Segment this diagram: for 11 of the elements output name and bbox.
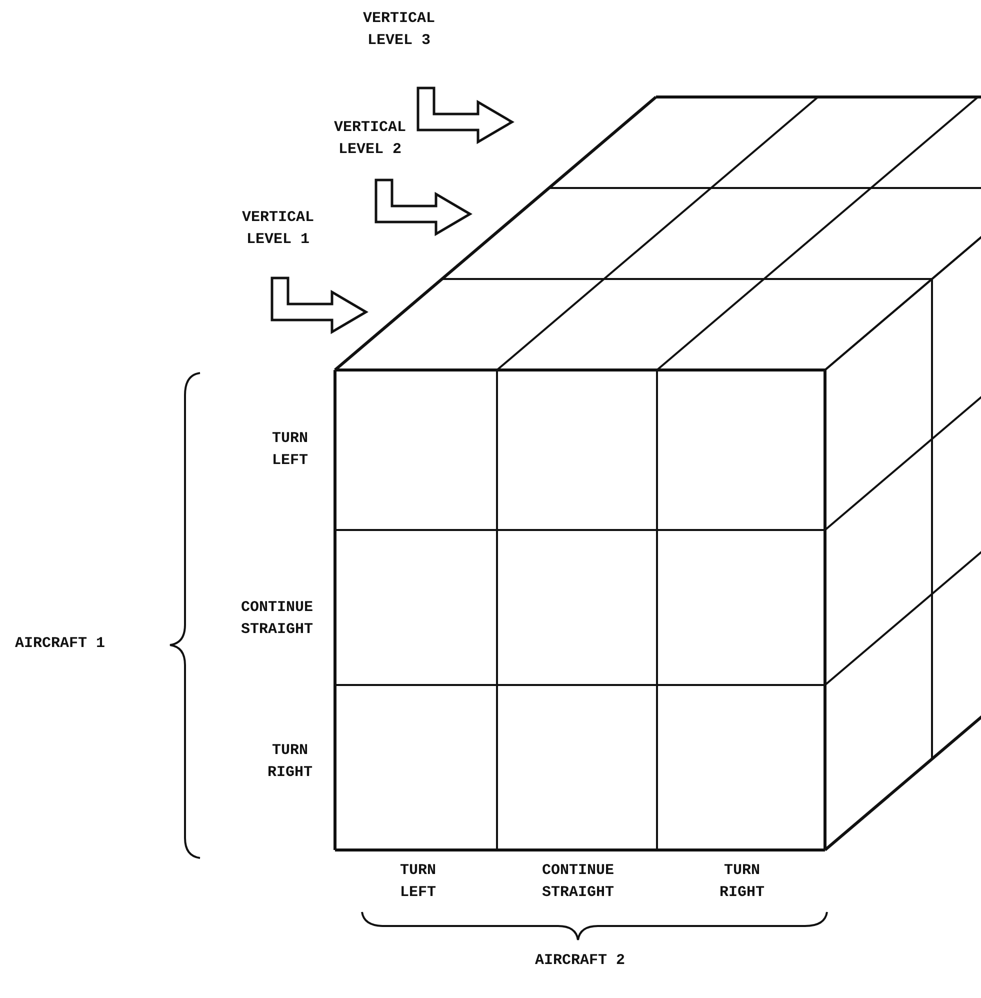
level-label: VERTICAL LEVEL 1 xyxy=(240,208,315,250)
level-label: VERTICAL LEVEL 3 xyxy=(362,9,436,51)
axis-label: AIRCRAFT 1 xyxy=(14,634,106,654)
column-label: CONTINUE STRAIGHT xyxy=(540,861,615,903)
column-label: TURN RIGHT xyxy=(718,861,766,903)
axis-label: AIRCRAFT 2 xyxy=(534,951,626,971)
column-label: TURN LEFT xyxy=(398,861,437,903)
row-label: TURN RIGHT xyxy=(266,741,314,783)
level-label: VERTICAL LEVEL 2 xyxy=(332,118,407,160)
row-label: CONTINUE STRAIGHT xyxy=(240,598,314,640)
row-label: TURN LEFT xyxy=(270,429,309,471)
